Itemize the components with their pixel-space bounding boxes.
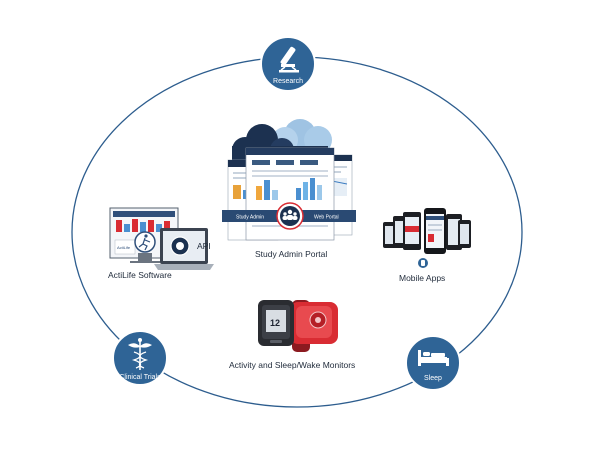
research-label: Research	[273, 78, 303, 85]
clinical-trials-node	[112, 330, 168, 386]
portal-banner-left-label: Study Admin	[236, 215, 264, 221]
clinical-trials-label: Clinical Trials	[119, 374, 161, 381]
actilife-software-illustration: ActiLife	[109, 207, 214, 270]
svg-text:12: 12	[270, 318, 280, 328]
actilife-software-label: ActiLife Software	[108, 270, 172, 280]
portal-banner-right-label: Web Portal	[314, 215, 339, 221]
sleep-node	[405, 335, 461, 391]
portal-users-icon	[276, 202, 304, 230]
caduceus-icon	[128, 338, 152, 370]
research-node	[260, 36, 316, 92]
api-label: API	[197, 241, 211, 251]
actilife-runner-icon	[134, 231, 156, 253]
mobile-apps-badge-icon	[418, 258, 428, 268]
bed-icon	[418, 350, 449, 366]
sleep-label: Sleep	[424, 375, 442, 382]
mobile-apps-label: Mobile Apps	[399, 273, 446, 283]
activity-monitors-illustration: 12	[258, 300, 338, 352]
study-admin-portal-illustration: Study Admin Web Portal	[222, 119, 356, 241]
svg-text:ActiLife: ActiLife	[117, 245, 131, 250]
study-admin-portal-label: Study Admin Portal	[255, 249, 328, 259]
mobile-apps-illustration	[383, 208, 471, 268]
activity-monitors-label: Activity and Sleep/Wake Monitors	[229, 360, 356, 370]
microscope-icon	[279, 46, 299, 73]
